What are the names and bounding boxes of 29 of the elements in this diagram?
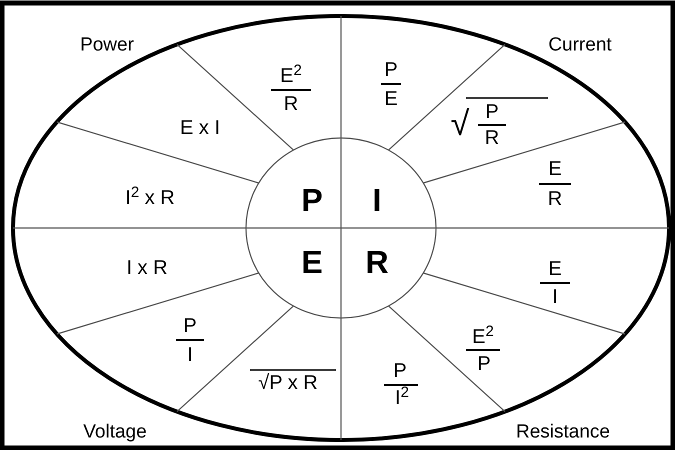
formula-text: I$^{2}$ x R [125,188,175,208]
radical-sign: √ [450,107,470,141]
formula-numerator: P [393,361,407,381]
formula-denominator: R [284,94,298,114]
formula-numerator: E [548,159,562,179]
formula-numerator: P [485,102,499,122]
quantity-symbol: E [301,246,323,278]
formula-denominator: I [552,287,558,307]
formula-numerator: E$^{2}$ [472,327,494,347]
quantity-symbol: R [365,246,389,278]
formula-denominator: I [187,345,193,365]
formula-numerator: E [548,259,562,279]
formula-text: √P x R [258,373,318,393]
quantity-label: Resistance [516,422,610,442]
quantity-symbol: I [372,184,382,216]
quantity-label: Power [80,36,134,54]
formula-denominator: P [477,354,491,374]
formula-denominator: I$^{2}$ [395,388,409,408]
formula-text: E x I [180,118,220,138]
formula-text: I x R [126,258,168,278]
formula-denominator: R [484,128,500,148]
quantity-symbol: P [301,184,323,216]
quantity-label: Current [548,36,612,54]
formula-numerator: P [384,60,398,80]
formula-denominator: E [384,89,398,109]
formula-numerator: P [183,316,197,336]
formula-denominator: R [548,189,562,209]
formula-numerator: E$^{2}$ [280,66,302,86]
quantity-label: Voltage [83,422,147,442]
